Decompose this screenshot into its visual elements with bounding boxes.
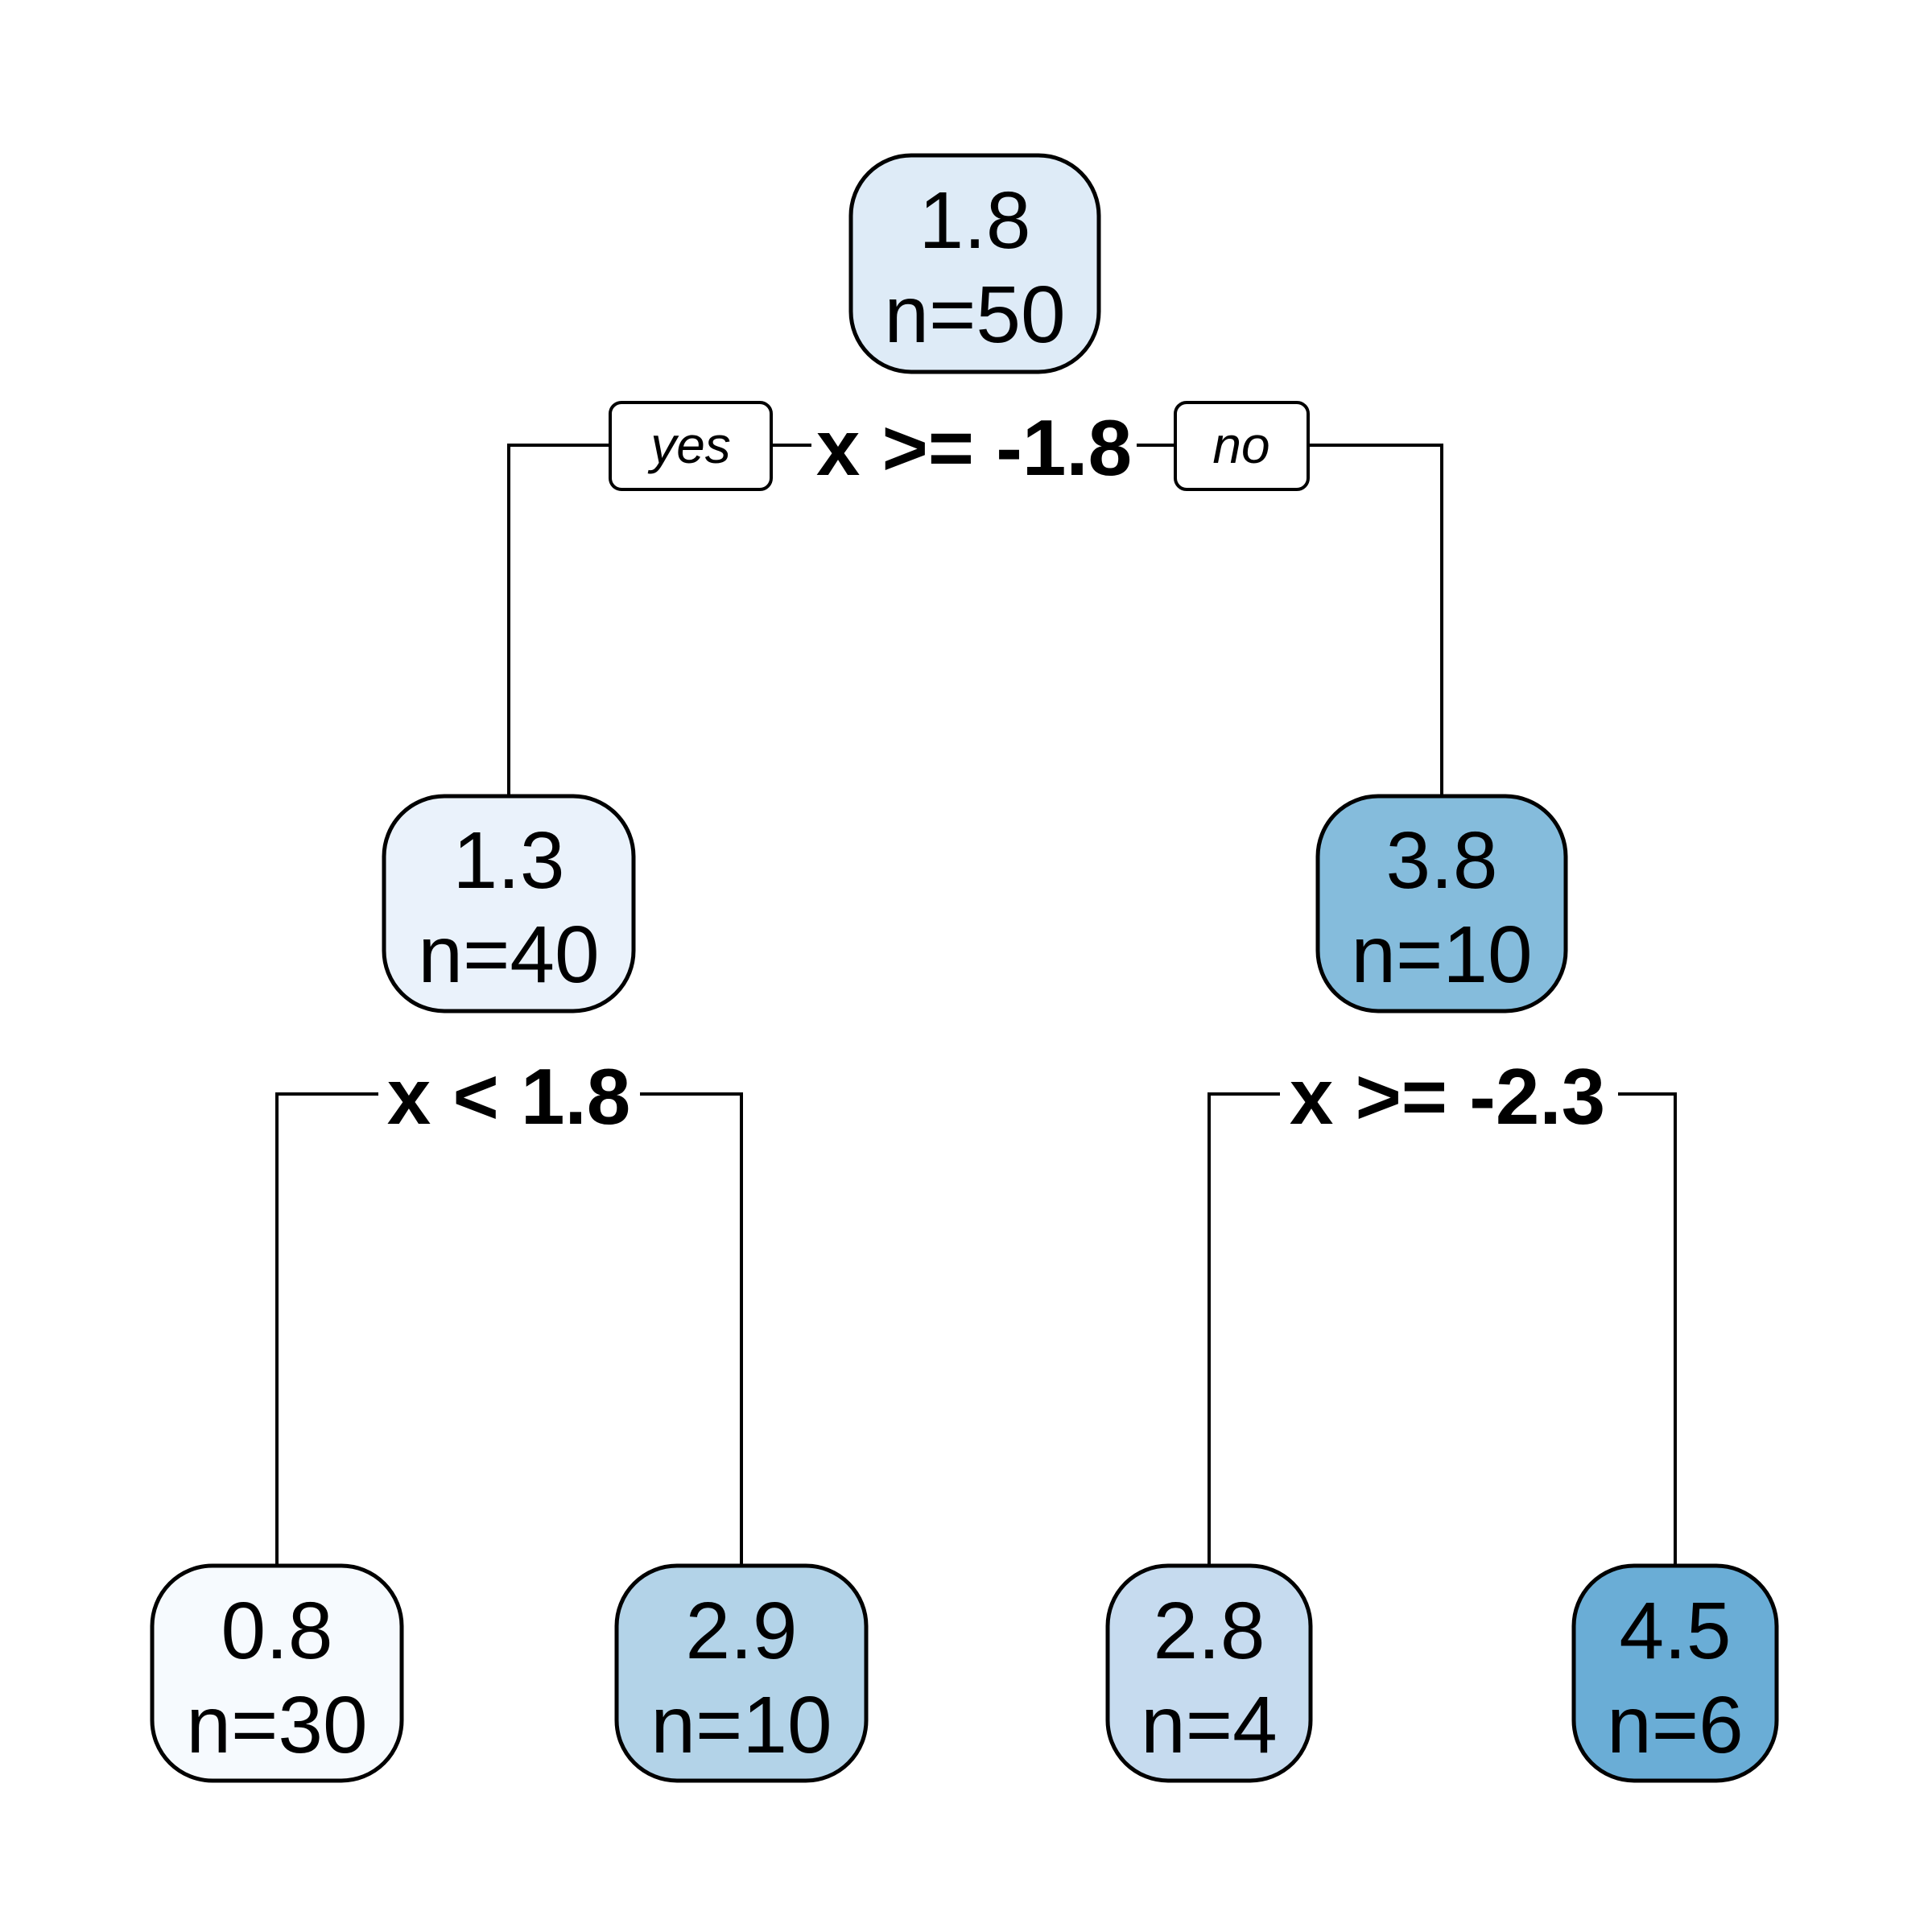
node-box [1315, 794, 1568, 1013]
leaf-node-4: 4.5 n=6 [1571, 1563, 1779, 1783]
node-count: n=6 [1607, 1680, 1744, 1770]
node-root: 1.8 n=50 [848, 153, 1101, 374]
node-box [848, 153, 1101, 374]
no-label: no [1174, 401, 1310, 491]
node-count: n=50 [884, 270, 1065, 360]
node-box [382, 794, 636, 1013]
node-value: 4.5 [1619, 1586, 1731, 1676]
edge-root-right [1308, 444, 1443, 796]
node-count: n=10 [1351, 910, 1532, 1000]
node-value: 1.8 [919, 175, 1030, 266]
node-left: 1.3 n=40 [382, 794, 636, 1013]
split-label-right: x >= -2.3 [1290, 1052, 1605, 1141]
node-value: 2.9 [685, 1586, 797, 1676]
edge-left-leaf2 [640, 1092, 743, 1566]
leaf-node-2: 2.9 n=10 [614, 1563, 869, 1783]
no-label-box [1174, 401, 1310, 491]
node-count: n=4 [1141, 1680, 1278, 1770]
split-label-left: x < 1.8 [387, 1052, 630, 1141]
node-count: n=30 [186, 1680, 367, 1770]
node-value: 1.3 [452, 815, 564, 906]
node-box [150, 1563, 404, 1783]
node-value: 3.8 [1385, 815, 1497, 906]
node-box [1571, 1563, 1779, 1783]
node-right: 3.8 n=10 [1315, 794, 1568, 1013]
node-box [614, 1563, 869, 1783]
node-value: 2.8 [1153, 1586, 1265, 1676]
edge-right-leaf3 [1208, 1092, 1280, 1566]
yes-label-box [609, 401, 773, 491]
node-box [1105, 1563, 1313, 1783]
edge-root-left [507, 444, 610, 796]
split-label-root: x >= -1.8 [816, 403, 1132, 492]
leaf-node-1: 0.8 n=30 [150, 1563, 404, 1783]
yes-label: yes [609, 401, 773, 491]
node-value: 0.8 [221, 1586, 332, 1676]
node-count: n=40 [418, 910, 599, 1000]
edge-left-leaf1 [275, 1092, 378, 1566]
yes-label-text: yes [647, 416, 731, 474]
node-count: n=10 [650, 1680, 832, 1770]
no-label-text: no [1212, 416, 1269, 474]
leaf-node-3: 2.8 n=4 [1105, 1563, 1313, 1783]
edges [275, 444, 1677, 1566]
edge-right-leaf4 [1618, 1092, 1677, 1566]
